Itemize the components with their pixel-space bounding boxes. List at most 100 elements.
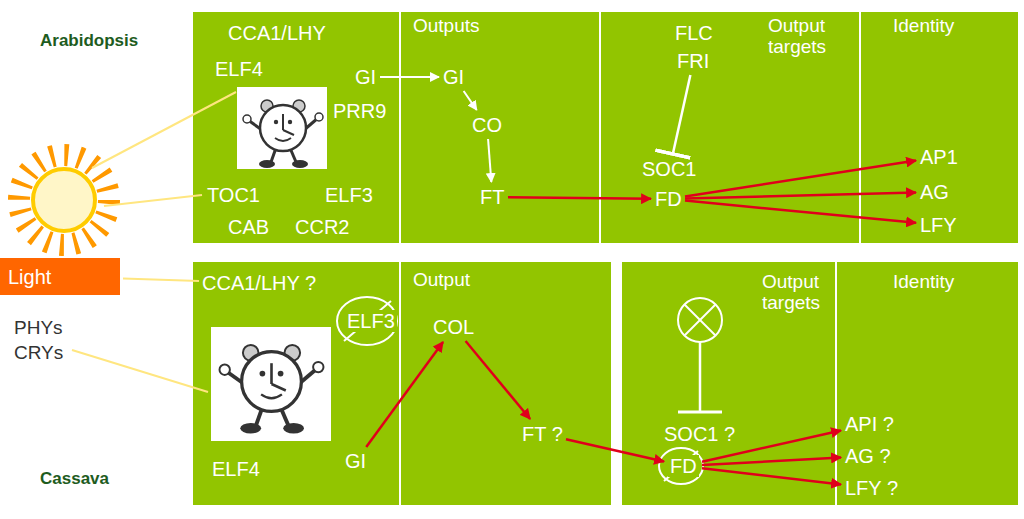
gene-node: CAB [228, 216, 270, 238]
species-label: Arabidopsis [40, 32, 138, 51]
connector [673, 75, 691, 154]
gene-node: LFY ? [845, 477, 898, 499]
gene-node: CCA1/LHY ? [202, 272, 317, 294]
gene-node: API ? [845, 413, 894, 435]
connector [508, 197, 651, 199]
gene-node: FD [655, 188, 682, 210]
gene-name: LFY ? [845, 477, 898, 499]
heading-slot: Output [413, 270, 470, 291]
gene-node: LFY [920, 214, 957, 236]
cross-out-ring [659, 448, 703, 484]
section-divider [859, 12, 861, 243]
sun-disc [33, 169, 95, 231]
label-slot: Arabidopsis [40, 32, 138, 51]
cross-out-slash [344, 301, 391, 341]
label-slot: CRYs [14, 343, 63, 364]
gene-node: FLC [675, 22, 713, 44]
gene-name: FRI [677, 50, 710, 72]
heading-slot: Identity [893, 272, 954, 293]
gene-node: CCR2 [295, 216, 350, 238]
gene-name: FD [668, 455, 699, 477]
light-ray [72, 350, 208, 392]
gene-name: ELF4 [215, 58, 263, 80]
gene-name: API ? [845, 413, 894, 435]
gene-node: AG [920, 181, 949, 203]
section-heading: Output [413, 270, 470, 291]
gene-name: CAB [228, 216, 270, 238]
gene-node: SOC1 [642, 158, 697, 180]
species-panel: Output CCA1/LHY ? ELF3 COL GI FT ? ELF4 [193, 262, 611, 505]
section-divider [599, 12, 601, 243]
unknown-symbol-cross [685, 305, 716, 336]
gene-name: CCR2 [295, 216, 350, 238]
gene-name: ELF3 [345, 310, 397, 332]
gene-name: AG ? [845, 445, 891, 467]
heading-slot: Outputs [413, 16, 480, 37]
clock-frame [212, 328, 330, 440]
light-box: Light [0, 258, 120, 295]
clock-icon [220, 345, 324, 433]
gene-name: ELF3 [325, 184, 373, 206]
gene-node: SOC1 ? [664, 423, 736, 445]
section-divider [835, 262, 837, 505]
gene-node: FRI [677, 50, 710, 72]
gene-name: AP1 [920, 146, 958, 168]
gene-node: GI [345, 450, 367, 472]
heading-slot: Output targets [762, 272, 832, 314]
gene-name: COL [433, 316, 475, 338]
section-heading: Identity [893, 16, 954, 37]
gene-name: CO [472, 114, 502, 136]
gene-name: ELF4 [212, 458, 260, 480]
connector [380, 76, 439, 78]
photoreceptor-label: PHYs [14, 318, 63, 339]
gene-name: AG [920, 181, 949, 203]
gene-name: FD [655, 188, 682, 210]
connector [702, 430, 841, 461]
gene-node: ELF4 [215, 58, 263, 80]
connector [685, 192, 916, 198]
gene-name: PRR9 [333, 100, 387, 122]
cross-out-ring [337, 297, 397, 345]
connector [466, 341, 531, 419]
light-label: Light [8, 266, 120, 288]
inhibition-line [699, 342, 702, 412]
gene-node: GI [355, 66, 377, 88]
inhibition-bar [678, 411, 722, 414]
light-ray [104, 195, 202, 206]
connector [464, 91, 477, 110]
gene-name: CCA1/LHY ? [202, 272, 317, 294]
section-heading: Identity [893, 272, 954, 293]
heading-slot: Output targets [768, 16, 838, 58]
connector [488, 139, 491, 182]
sun-rays [19, 155, 109, 245]
gene-node: ELF3 [345, 310, 397, 332]
section-divider [399, 262, 401, 505]
gene-node: FT ? [522, 423, 563, 445]
gene-name: TOC1 [207, 184, 260, 206]
gene-node: ELF3 [325, 184, 373, 206]
gene-node: CO [472, 114, 502, 136]
species-label: Cassava [40, 470, 109, 489]
gene-node: AG ? [845, 445, 891, 467]
connector [123, 279, 199, 281]
gene-node: PRR9 [333, 100, 387, 122]
gene-name: GI [345, 450, 367, 472]
gene-node: CCA1/LHY [228, 22, 326, 44]
section-heading: Output targets [768, 16, 838, 58]
gene-name: GI [443, 66, 465, 88]
gene-name: FLC [675, 22, 713, 44]
gene-node: FD [668, 455, 699, 477]
gene-name: SOC1 [642, 158, 697, 180]
unknown-symbol-cross [685, 305, 716, 336]
connector [366, 342, 443, 447]
gene-name: LFY [920, 214, 957, 236]
section-heading: Outputs [413, 16, 480, 37]
section-heading: Output targets [762, 272, 832, 314]
gene-node: FT [480, 186, 505, 208]
gene-name: SOC1 ? [664, 423, 736, 445]
gene-name: FT [480, 186, 505, 208]
gene-name: GI [355, 66, 377, 88]
